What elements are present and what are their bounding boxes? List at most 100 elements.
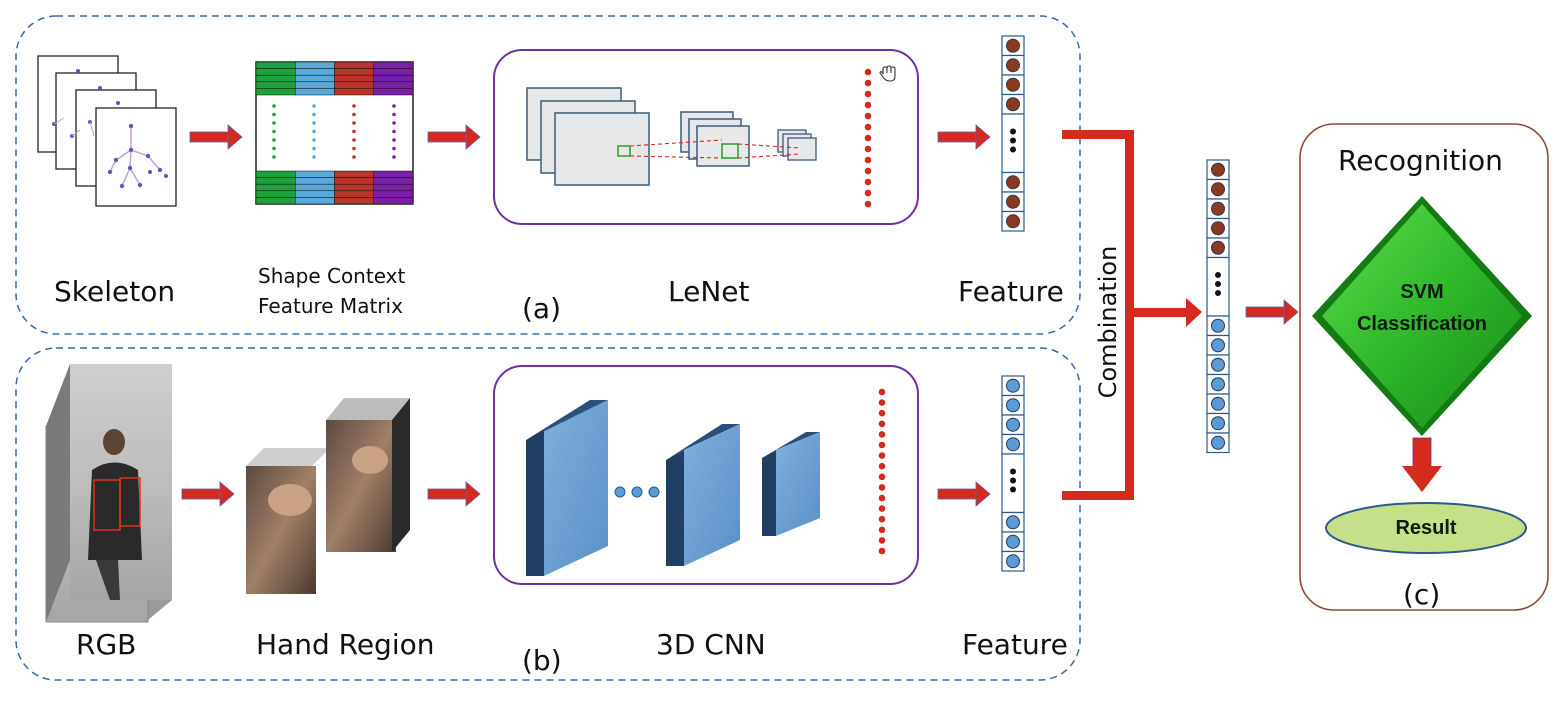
matrix-dot <box>312 146 316 151</box>
matrix-cell <box>334 68 374 76</box>
matrix-cell <box>373 190 414 198</box>
arrow-head <box>1283 299 1299 325</box>
output-dot <box>864 189 872 197</box>
neuron-dot <box>1006 214 1020 229</box>
output-dot <box>864 156 872 164</box>
hand-region-images <box>246 398 410 594</box>
arrow-icon <box>937 481 991 507</box>
neuron-dot <box>1006 378 1020 393</box>
arrow-shaft <box>937 488 977 500</box>
matrix-cell <box>295 197 335 205</box>
arrow-icon <box>937 124 991 150</box>
ellipsis-dot <box>1010 128 1016 135</box>
skeleton-label: Skeleton <box>54 275 176 308</box>
matrix-cell <box>255 74 296 83</box>
output-dot <box>878 505 886 512</box>
output-dot <box>878 431 886 438</box>
matrix-dot <box>392 129 396 134</box>
matrix-cell <box>295 68 335 76</box>
matrix-cell <box>373 197 414 205</box>
matrix-cell <box>255 197 296 205</box>
neuron-dot <box>1211 240 1225 255</box>
matrix-cell <box>255 170 296 178</box>
matrix-dot <box>352 155 356 159</box>
output-dot <box>864 167 872 175</box>
panel-a-tag: (a) <box>522 292 562 325</box>
rgb-photo <box>45 364 172 623</box>
hand-region-label: Hand Region <box>256 628 435 661</box>
matrix-cell <box>373 81 414 89</box>
lenet-layers <box>526 87 817 186</box>
arrow-shaft <box>937 131 977 143</box>
cnn-blocks <box>526 400 820 576</box>
neuron-dot <box>1211 377 1225 392</box>
arrow-icon <box>427 481 481 507</box>
matrix-dot <box>352 138 356 142</box>
matrix-dot <box>312 155 316 159</box>
matrix-cell <box>295 88 335 96</box>
output-dot <box>878 399 886 406</box>
skeleton-frames <box>37 55 177 207</box>
ellipsis-dot <box>1010 477 1016 484</box>
combination-label: Combination <box>1094 245 1122 399</box>
neuron-dot <box>1006 515 1020 530</box>
matrix-dot <box>352 121 356 125</box>
panel-c-tag: (c) <box>1403 578 1441 611</box>
neuron-dot <box>1211 162 1225 177</box>
neuron-dot <box>1006 38 1020 53</box>
output-dot <box>864 178 872 186</box>
arrow-shaft <box>427 488 467 500</box>
rgb-label: RGB <box>76 628 137 661</box>
output-dot <box>864 134 872 142</box>
matrix-dot <box>272 138 276 142</box>
ellipsis-dot <box>1010 486 1016 493</box>
arrow-head <box>465 124 481 150</box>
neuron-dot <box>1211 416 1225 431</box>
matrix-dot <box>312 138 316 142</box>
output-dot <box>864 112 872 120</box>
neuron-dot <box>1211 182 1225 197</box>
neuron-dot <box>1006 175 1020 190</box>
down-arrow-icon <box>1402 437 1442 492</box>
matrix-cell <box>255 61 296 69</box>
matrix-cell <box>295 81 335 89</box>
matrix-cell <box>373 88 414 96</box>
matrix-cell <box>373 74 414 83</box>
matrix-cell <box>295 177 335 185</box>
matrix-cell <box>334 170 374 178</box>
arrow-head <box>227 124 243 150</box>
neuron-dot <box>1006 554 1020 569</box>
svm-label-line1: SVM <box>1400 281 1444 303</box>
neuron-dot <box>1211 396 1225 411</box>
matrix-cell <box>255 81 296 89</box>
matrix-cell <box>255 88 296 96</box>
panel-b-border <box>15 347 1081 681</box>
svm-label-line2: Classification <box>1356 313 1488 335</box>
output-dot <box>878 494 886 502</box>
arrow-shaft <box>427 131 467 143</box>
ellipsis-dot <box>1010 137 1016 144</box>
output-dot <box>878 420 886 428</box>
matrix-dot <box>392 121 396 125</box>
matrix-dot <box>272 146 276 151</box>
combined-feature-vector <box>1206 159 1230 454</box>
hand-cursor-icon <box>879 65 896 82</box>
matrix-dot <box>312 104 316 108</box>
neuron-dot <box>1006 77 1020 92</box>
output-dot <box>864 145 872 153</box>
arrow-icon <box>189 124 243 150</box>
ellipsis-dot <box>1215 272 1221 279</box>
output-dot <box>878 441 886 449</box>
matrix-cell <box>295 190 335 198</box>
matrix-dot <box>312 129 316 134</box>
matrix-cell <box>295 74 335 83</box>
matrix-dot <box>352 104 356 108</box>
matrix-cell <box>334 61 374 69</box>
neuron-dot <box>1211 357 1225 372</box>
matrix-cell <box>334 183 374 192</box>
output-dot <box>878 462 886 470</box>
ellipsis-dot <box>1215 281 1221 288</box>
cnn-label: 3D CNN <box>656 628 766 661</box>
matrix-dot <box>352 146 356 151</box>
